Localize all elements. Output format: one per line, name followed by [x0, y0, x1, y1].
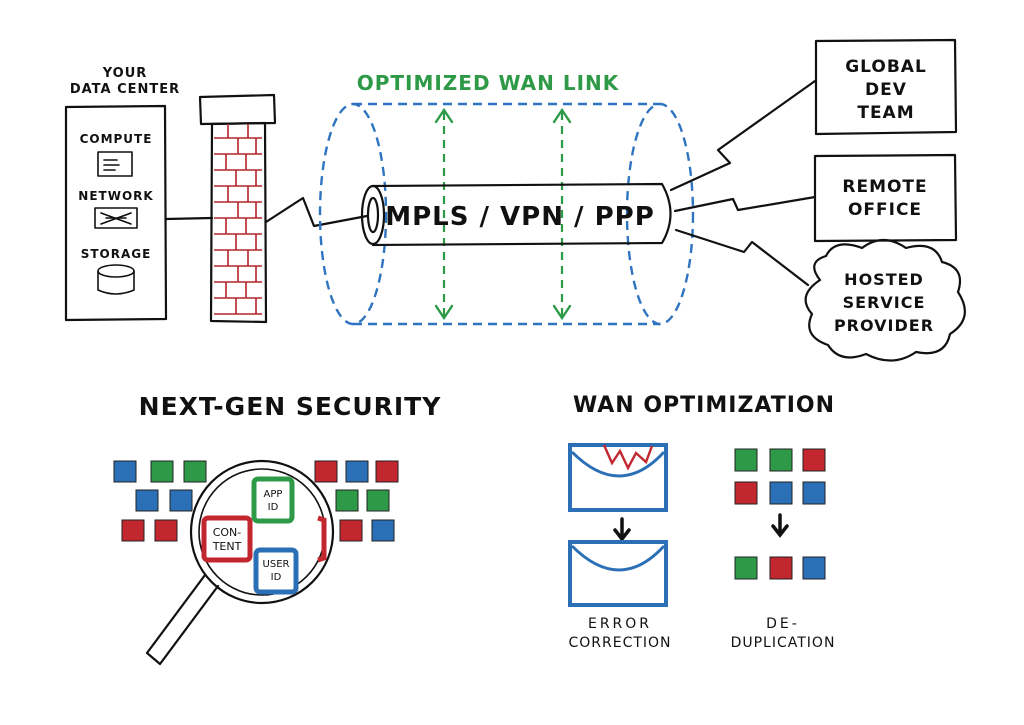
hosted-line2: SERVICE: [843, 293, 926, 312]
link-global-team: [669, 79, 817, 192]
error-correction-line1: ERROR: [588, 616, 652, 632]
dc-firewall-connector: [164, 216, 214, 221]
error-correction-line2: CORRECTION: [568, 635, 671, 651]
app-id-packet: APP ID: [251, 476, 295, 524]
dedup-line2: DUPLICATION: [731, 635, 836, 651]
data-center-title-line1: YOUR: [102, 66, 148, 81]
throughput-arrows: [442, 112, 564, 316]
wan-link-label: OPTIMIZED WAN LINK: [357, 71, 620, 95]
compute-label: COMPUTE: [80, 132, 153, 146]
global-team-line3: TEAM: [857, 103, 914, 123]
packet-squares-security: [113, 460, 399, 542]
hosted-line3: PROVIDER: [834, 316, 934, 335]
app-id-line1: APP: [264, 489, 283, 500]
storage-disk-icon: [97, 264, 135, 295]
user-id-packet: USER ID: [253, 547, 299, 595]
data-center-box: [64, 104, 168, 322]
security-title: NEXT-GEN SECURITY: [139, 392, 442, 421]
user-id-line2: ID: [271, 572, 282, 583]
error-correction: ERROR CORRECTION: [568, 443, 671, 651]
remote-office-line2: OFFICE: [848, 200, 922, 220]
remote-office: REMOTE OFFICE: [813, 153, 958, 243]
global-team-line2: DEV: [865, 80, 907, 100]
optimization-title: WAN OPTIMIZATION: [573, 393, 835, 418]
global-team-line1: GLOBAL: [845, 57, 927, 77]
server-icon: [97, 151, 133, 177]
network-label: NETWORK: [78, 189, 153, 203]
content-line2: TENT: [212, 540, 242, 553]
firewall-icon: [198, 93, 277, 324]
envelope-icon-repaired: [568, 540, 668, 607]
data-center-title-line2: DATA CENTER: [70, 82, 180, 97]
pipe-label: MPLS / VPN / PPP: [385, 202, 655, 232]
link-remote-office: [673, 195, 817, 213]
content-line1: CON-: [213, 526, 242, 539]
cloud-icon: [804, 238, 966, 362]
arrow-heads: [434, 107, 572, 321]
packet-squares-after: [734, 556, 826, 580]
app-id-line2: ID: [268, 502, 279, 513]
storage-label: STORAGE: [81, 247, 152, 261]
remote-office-line1: REMOTE: [842, 177, 927, 197]
dedup-line1: DE-: [766, 616, 800, 632]
lightning-link-icon: [264, 196, 369, 228]
content-packet: CON- TENT: [201, 515, 253, 563]
global-dev-team: GLOBAL DEV TEAM: [814, 38, 958, 136]
deduplication: DE- DUPLICATION: [731, 448, 836, 651]
hosted-line1: HOSTED: [844, 270, 924, 289]
arrow-down-icon: [613, 517, 631, 542]
network-switch-icon: [94, 207, 138, 229]
magnifier-icon: APP ID CON- TENT USER ID: [145, 459, 335, 666]
arrow-down-icon: [771, 513, 789, 538]
optimized-tunnel: [318, 102, 695, 326]
link-hosted-provider: [674, 228, 810, 287]
envelope-icon-damaged: [568, 443, 668, 512]
user-id-line1: USER: [263, 559, 290, 570]
firewall-bricks: [214, 124, 262, 315]
pipe-icon: [360, 182, 672, 247]
packet-squares-before: [734, 448, 826, 505]
hosted-service-provider: HOSTED SERVICE PROVIDER: [804, 238, 966, 362]
data-center: YOUR DATA CENTER COMPUTE NETWORK STORAGE: [64, 66, 180, 322]
